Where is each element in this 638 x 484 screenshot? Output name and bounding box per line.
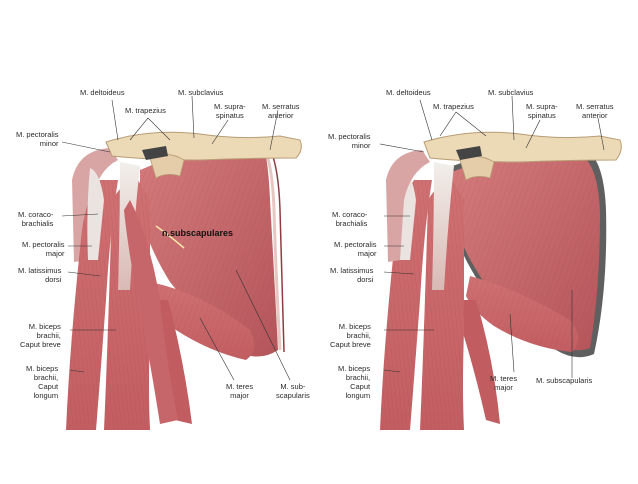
right-label-deltoideus: M. deltoideus: [386, 88, 431, 97]
left-label-latissimus-dorsi: M. latissimus dorsi: [18, 266, 62, 284]
right-label-pectoralis-major: M. pectoralis major: [334, 240, 377, 258]
right-figure: [380, 131, 622, 430]
left-label-deltoideus: M. deltoideus: [80, 88, 125, 97]
right-label-pectoralis-minor: M. pectoralis minor: [328, 132, 371, 150]
right-clavicle: [423, 131, 622, 163]
left-label-trapezius: M. trapezius: [125, 106, 166, 115]
left-label-biceps-caput-breve: M. biceps brachii, Caput breve: [20, 322, 61, 349]
right-label-subscapularis: M. subscapularis: [536, 376, 593, 385]
left-figure: [66, 131, 302, 430]
left-label-supraspinatus: M. supra- spinatus: [214, 102, 246, 120]
left-label-subclavius: M. subclavius: [178, 88, 224, 97]
right-label-supraspinatus: M. supra- spinatus: [526, 102, 558, 120]
leader-lines: [61, 95, 605, 381]
right-label-trapezius: M. trapezius: [433, 102, 474, 111]
nerve-highlight-label: n.subscapulares: [162, 228, 234, 238]
right-label-biceps-caput-breve: M. biceps brachii, Caput breve: [330, 322, 371, 349]
right-label-teres-major: M. teres major: [490, 374, 518, 392]
right-label-coracobrachialis: M. coraco- brachialis: [332, 210, 368, 228]
right-label-latissimus-dorsi: M. latissimus dorsi: [330, 266, 374, 284]
left-label-subscapularis: M. sub- scapularis: [276, 382, 310, 400]
left-label-pectoralis-minor: M. pectoralis minor: [16, 130, 59, 148]
left-label-coracobrachialis: M. coraco- brachialis: [18, 210, 54, 228]
right-label-subclavius: M. subclavius: [488, 88, 534, 97]
left-clavicle: [105, 131, 302, 161]
left-label-pectoralis-major: M. pectoralis major: [22, 240, 65, 258]
right-label-serratus-anterior: M. serratus anterior: [576, 102, 614, 120]
left-label-biceps-caput-longum: M. biceps brachii, Caput longum: [26, 364, 59, 400]
left-label-teres-major: M. teres major: [226, 382, 254, 400]
left-label-serratus-anterior: M. serratus anterior: [262, 102, 300, 120]
right-label-biceps-caput-longum: M. biceps brachii, Caput longum: [338, 364, 371, 400]
